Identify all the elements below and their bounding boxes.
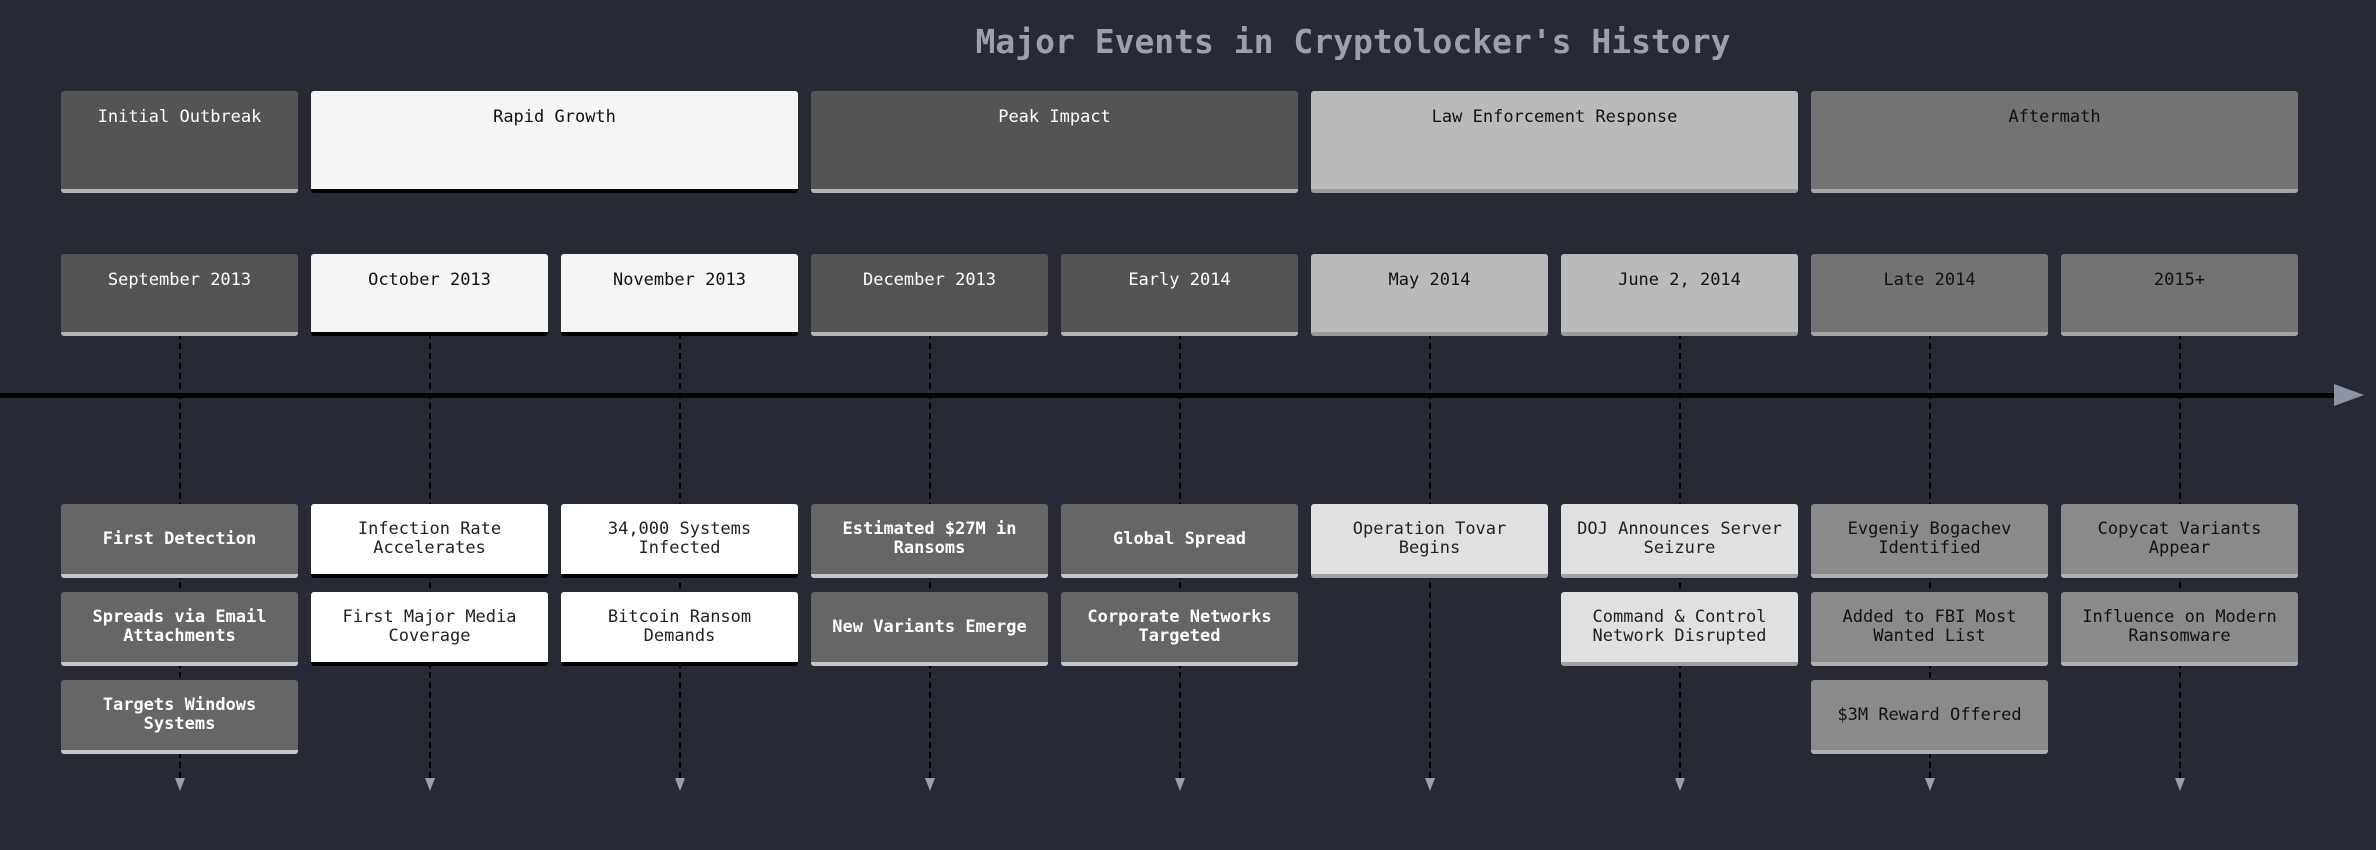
period-header: December 2013 <box>811 254 1048 336</box>
period-header: September 2013 <box>61 254 298 336</box>
period-header: May 2014 <box>1311 254 1548 336</box>
connector-arrowhead <box>1424 778 1435 791</box>
connector-arrowhead <box>2174 778 2185 791</box>
event-card: Corporate Networks Targeted <box>1061 592 1298 666</box>
section-header: Rapid Growth <box>311 91 798 193</box>
event-card: 34,000 Systems Infected <box>561 504 798 578</box>
period-header: June 2, 2014 <box>1561 254 1798 336</box>
connector-arrowhead <box>924 778 935 791</box>
event-card: Command & Control Network Disrupted <box>1561 592 1798 666</box>
event-card: First Major Media Coverage <box>311 592 548 666</box>
event-card: Estimated $27M in Ransoms <box>811 504 1048 578</box>
section-header: Law Enforcement Response <box>1311 91 1798 193</box>
timeline-axis <box>0 393 2345 398</box>
event-card: First Detection <box>61 504 298 578</box>
connector-arrowhead <box>1674 778 1685 791</box>
event-card: Evgeniy Bogachev Identified <box>1811 504 2048 578</box>
event-card: Added to FBI Most Wanted List <box>1811 592 2048 666</box>
event-card: $3M Reward Offered <box>1811 680 2048 754</box>
period-header: Early 2014 <box>1061 254 1298 336</box>
section-header: Aftermath <box>1811 91 2298 193</box>
section-header: Peak Impact <box>811 91 1298 193</box>
event-card: Bitcoin Ransom Demands <box>561 592 798 666</box>
connector-arrowhead <box>674 778 685 791</box>
period-header: November 2013 <box>561 254 798 336</box>
event-card: Copycat Variants Appear <box>2061 504 2298 578</box>
event-card: Spreads via Email Attachments <box>61 592 298 666</box>
event-card: Operation Tovar Begins <box>1311 504 1548 578</box>
event-card: Targets Windows Systems <box>61 680 298 754</box>
connector-arrowhead <box>174 778 185 791</box>
event-card: DOJ Announces Server Seizure <box>1561 504 1798 578</box>
timeline-axis-arrowhead <box>2334 384 2364 406</box>
event-card: Infection Rate Accelerates <box>311 504 548 578</box>
event-card: Global Spread <box>1061 504 1298 578</box>
connector-arrowhead <box>424 778 435 791</box>
period-header: October 2013 <box>311 254 548 336</box>
period-header: Late 2014 <box>1811 254 2048 336</box>
connector-arrowhead <box>1174 778 1185 791</box>
event-card: New Variants Emerge <box>811 592 1048 666</box>
event-card: Influence on Modern Ransomware <box>2061 592 2298 666</box>
section-header: Initial Outbreak <box>61 91 298 193</box>
period-header: 2015+ <box>2061 254 2298 336</box>
connector-arrowhead <box>1924 778 1935 791</box>
diagram-title: Major Events in Cryptolocker's History <box>975 22 1731 61</box>
